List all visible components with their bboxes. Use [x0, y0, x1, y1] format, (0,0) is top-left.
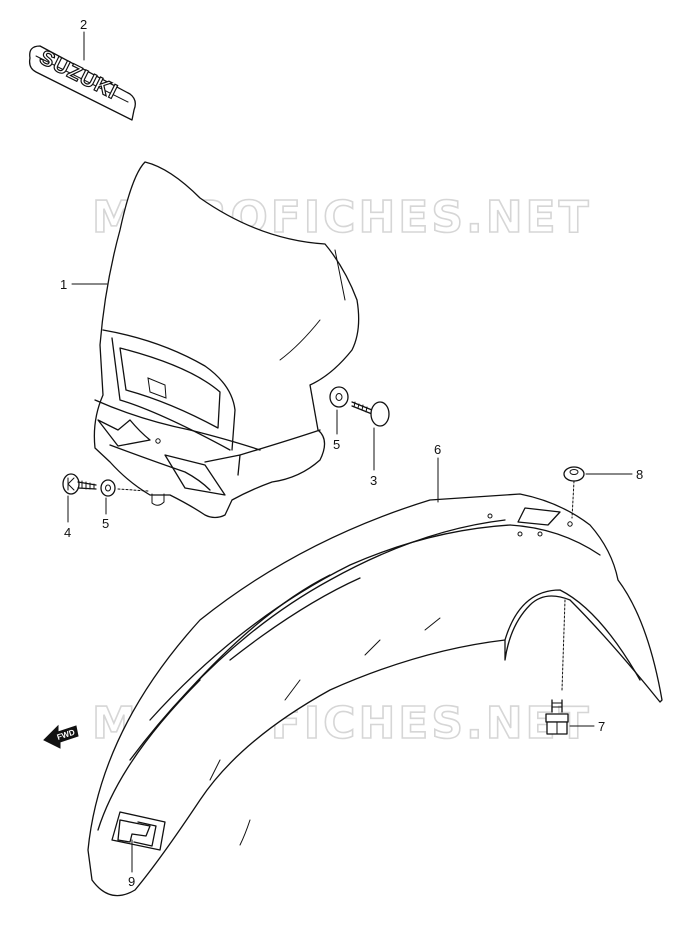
- callout-2: 2: [80, 17, 87, 32]
- grommet[interactable]: [563, 466, 585, 519]
- fender-emblem[interactable]: [111, 811, 166, 851]
- callout-6: 6: [434, 442, 441, 457]
- front-fender[interactable]: [87, 493, 663, 897]
- callout-1: 1: [60, 277, 67, 292]
- fender-bolt[interactable]: [545, 599, 569, 735]
- callout-4: 4: [64, 525, 71, 540]
- fwd-arrow: FWD: [43, 724, 79, 749]
- washer-left[interactable]: [100, 479, 149, 497]
- suzuki-emblem[interactable]: SUZUKI: [28, 45, 136, 121]
- washer-right[interactable]: [329, 386, 349, 408]
- callout-7: 7: [598, 719, 605, 734]
- callout-9: 9: [128, 874, 135, 889]
- headlight-cowl[interactable]: [93, 161, 360, 519]
- callout-5-left: 5: [102, 516, 109, 531]
- leader-lines: [67, 31, 633, 873]
- callout-8: 8: [636, 467, 643, 482]
- callout-5-right: 5: [333, 437, 340, 452]
- callout-3: 3: [370, 473, 377, 488]
- screw-left[interactable]: [62, 473, 97, 495]
- screw-right[interactable]: [351, 401, 390, 427]
